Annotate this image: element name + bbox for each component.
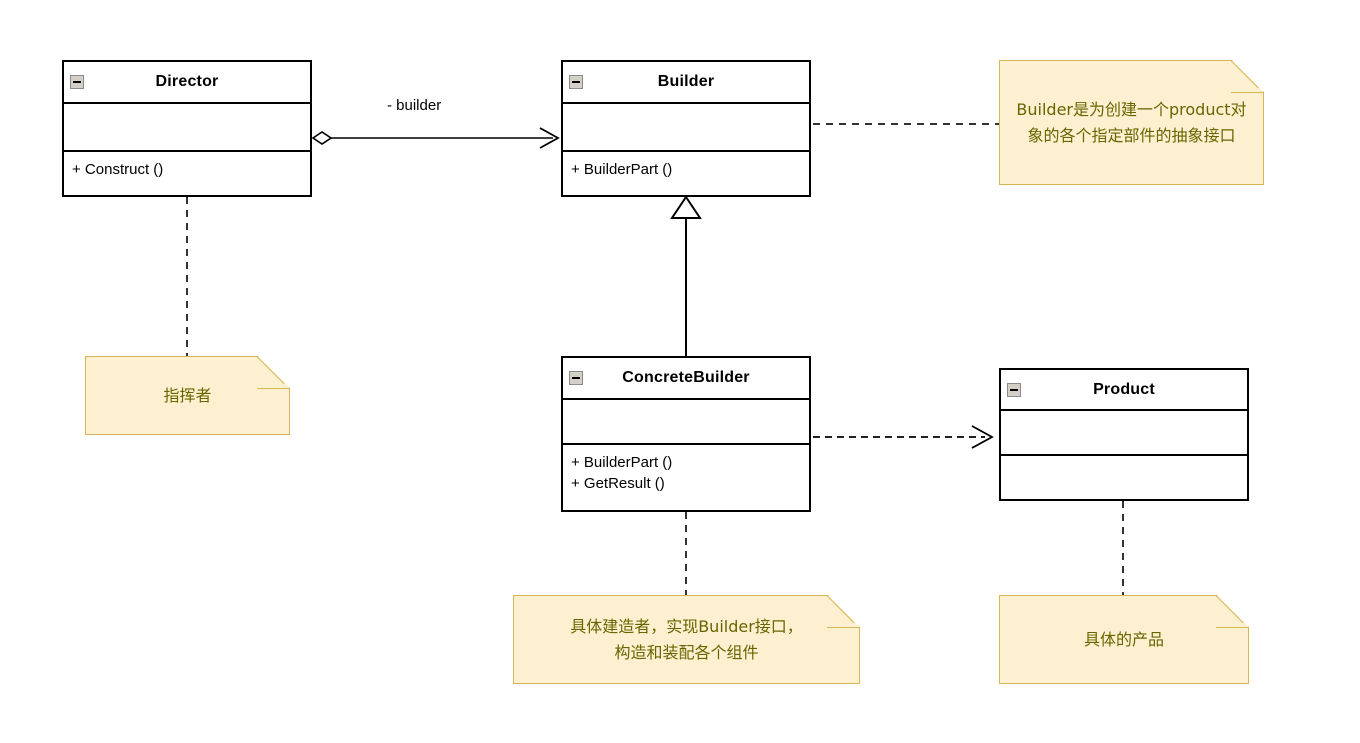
edge-label-builder: - builder — [384, 97, 445, 114]
minus-box-icon[interactable] — [1007, 382, 1021, 397]
minus-box-icon[interactable] — [569, 75, 583, 89]
note-fold-edge-icon — [1216, 595, 1249, 628]
note-fold-edge-icon — [827, 595, 860, 628]
class-title-row-product: Product — [1001, 370, 1247, 411]
class-attributes-product — [1001, 411, 1247, 456]
class-title-row-builder: Builder — [563, 62, 809, 104]
minus-box-icon[interactable] — [70, 75, 84, 89]
note-text: 指挥者 — [163, 385, 212, 405]
note-fold-edge-icon — [1231, 60, 1264, 93]
edge-director-builder — [311, 127, 560, 149]
open-arrow-icon — [539, 127, 560, 149]
class-name-concretebuilder: ConcreteBuilder — [622, 369, 750, 386]
note-concretebuilder[interactable]: 具体建造者，实现Builder接口， 构造和装配各个组件 — [513, 595, 860, 684]
class-operations-director: + Construct () — [64, 152, 310, 184]
edge-concretebuilder-builder — [670, 195, 702, 356]
class-operations-product — [1001, 456, 1247, 467]
class-box-director[interactable]: Director + Construct () — [62, 60, 312, 197]
note-text: Builder是为创建一个product对 象的各个指定部件的抽象接口 — [1016, 99, 1247, 145]
note-director[interactable]: 指挥者 — [85, 356, 290, 435]
class-name-builder: Builder — [657, 73, 715, 90]
operation-item: + Construct () — [72, 161, 164, 178]
class-name-director: Director — [155, 73, 219, 90]
note-builder[interactable]: Builder是为创建一个product对 象的各个指定部件的抽象接口 — [999, 60, 1264, 185]
class-attributes-director — [64, 104, 310, 152]
class-attributes-concretebuilder — [563, 400, 809, 445]
class-operations-builder: + BuilderPart () — [563, 152, 809, 184]
open-arrow-icon — [971, 425, 994, 449]
operation-item: + BuilderPart () — [571, 161, 673, 178]
class-box-builder[interactable]: Builder + BuilderPart () — [561, 60, 811, 197]
note-product[interactable]: 具体的产品 — [999, 595, 1249, 684]
class-operations-concretebuilder: + BuilderPart () + GetResult () — [563, 445, 809, 498]
edge-concretebuilder-product — [813, 425, 994, 449]
class-attributes-builder — [563, 104, 809, 152]
note-text: 具体建造者，实现Builder接口， 构造和装配各个组件 — [570, 616, 803, 662]
note-fold-edge-icon — [257, 356, 290, 389]
class-name-product: Product — [1093, 380, 1155, 398]
operation-item: + GetResult () — [571, 475, 665, 492]
class-box-product[interactable]: Product — [999, 368, 1249, 501]
class-title-row-director: Director — [64, 62, 310, 104]
class-box-concretebuilder[interactable]: ConcreteBuilder + BuilderPart () + GetRe… — [561, 356, 811, 512]
hollow-triangle-icon — [670, 195, 702, 219]
hollow-diamond-icon — [311, 131, 333, 145]
class-title-row-concretebuilder: ConcreteBuilder — [563, 358, 809, 400]
minus-box-icon[interactable] — [569, 371, 583, 385]
note-text: 具体的产品 — [1083, 629, 1164, 649]
operation-item: + BuilderPart () — [571, 454, 673, 471]
